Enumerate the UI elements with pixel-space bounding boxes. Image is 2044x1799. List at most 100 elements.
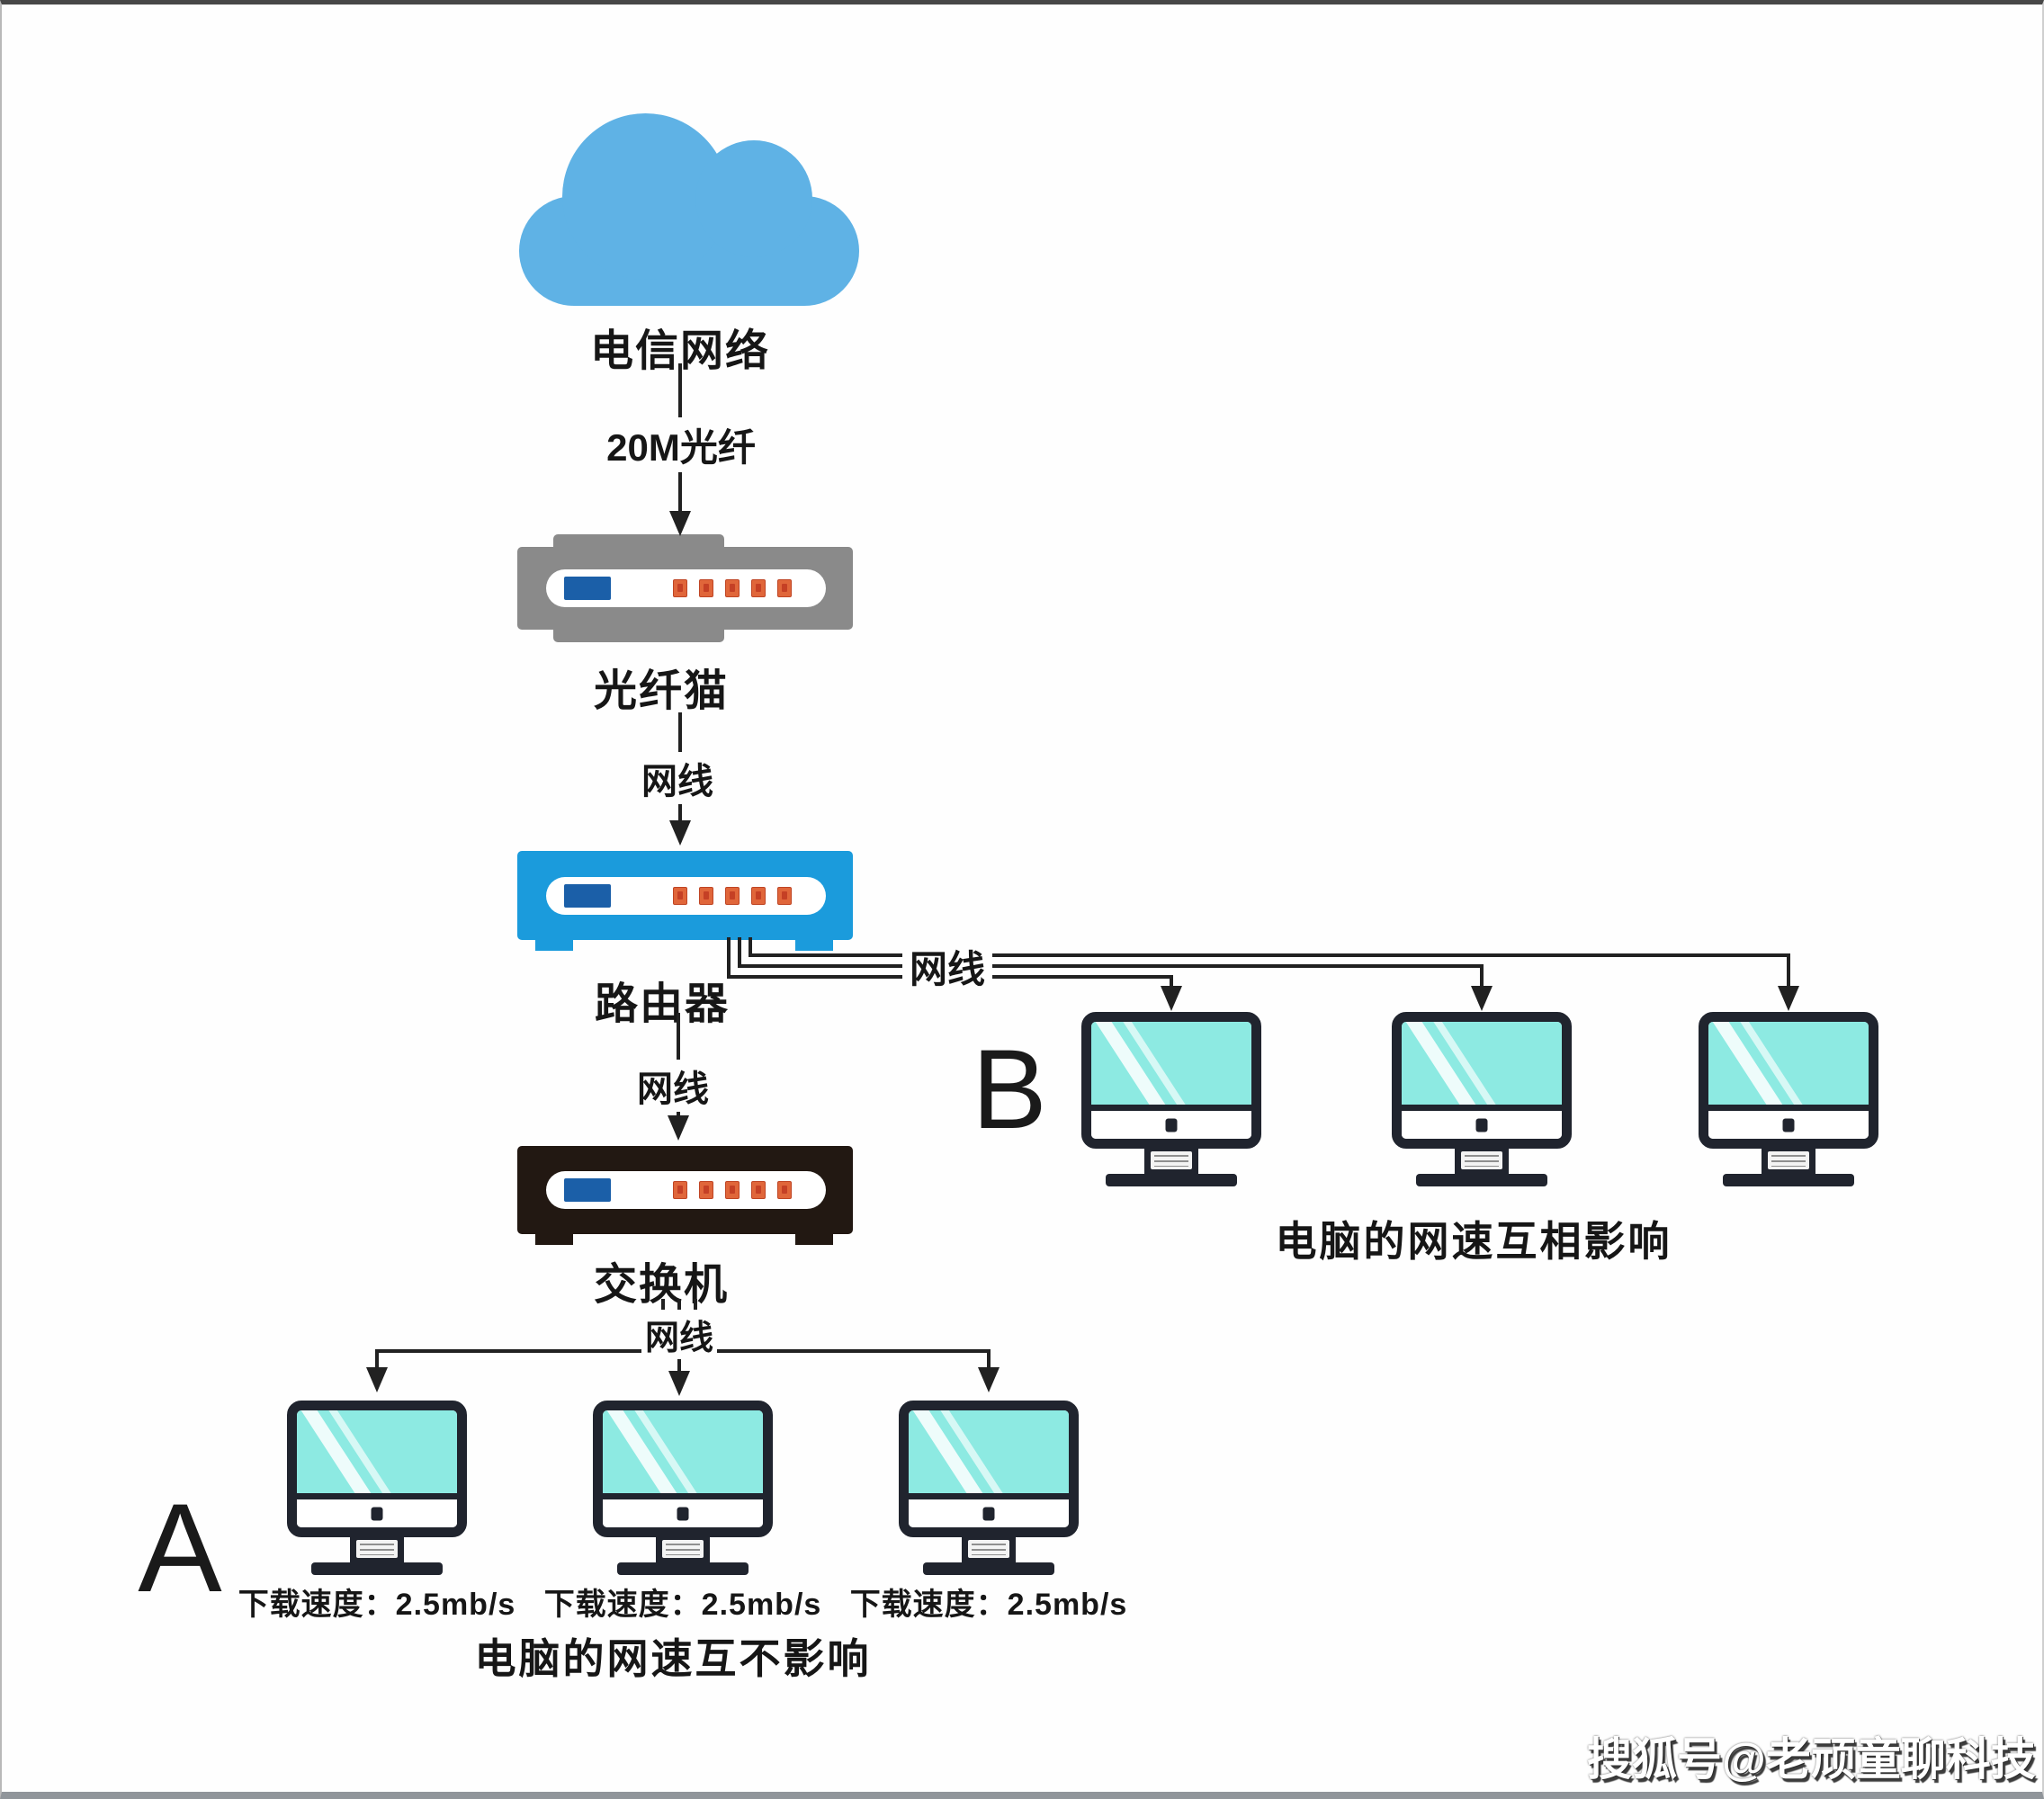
cable-b3-drop <box>1787 953 1790 988</box>
arrow-down-icon <box>1161 986 1182 1011</box>
modem-faceplate <box>546 569 826 607</box>
led-icon <box>673 579 687 597</box>
router-leds <box>673 886 792 905</box>
monitor-screen <box>603 1410 763 1499</box>
monitor-stand <box>962 1537 1016 1562</box>
led-icon <box>751 1181 766 1199</box>
monitor-chin <box>603 1499 763 1527</box>
monitor-screen <box>297 1410 457 1499</box>
monitor <box>1392 1012 1572 1149</box>
computer-icon <box>899 1401 1079 1575</box>
router-label: 路由器 <box>594 980 731 1028</box>
stand-sticker <box>1461 1151 1502 1169</box>
cloud-icon <box>519 113 859 306</box>
modem-display <box>564 577 611 600</box>
cable-b1-drop <box>1170 975 1173 988</box>
arrow-down-icon <box>669 511 691 536</box>
camera-dot-icon <box>1475 1118 1488 1132</box>
switch-label: 交换机 <box>593 1261 730 1309</box>
arrow-down-icon <box>669 820 691 846</box>
stand-sticker <box>1768 1151 1809 1169</box>
led-icon <box>751 886 766 905</box>
computer-icon <box>1081 1012 1261 1186</box>
monitor-chin <box>1402 1111 1562 1139</box>
modem-device <box>517 534 853 642</box>
led-icon <box>751 579 766 597</box>
stand-sticker <box>662 1540 704 1558</box>
computer-icon <box>1392 1012 1572 1186</box>
cable-b3-line <box>749 953 1790 957</box>
monitor-base <box>311 1562 443 1575</box>
led-icon <box>725 886 740 905</box>
monitor-base <box>1106 1174 1237 1186</box>
arrow-down-icon <box>366 1367 388 1392</box>
modem-router-cable-label: 网线 <box>634 752 721 804</box>
router-switch-cable-label: 网线 <box>630 1060 716 1112</box>
led-icon <box>699 886 713 905</box>
stand-sticker <box>968 1540 1009 1558</box>
router-faceplate <box>546 876 826 915</box>
download-speed-label: 下载速度：2.5mb/s <box>543 1588 822 1622</box>
monitor-base <box>923 1562 1054 1575</box>
monitor <box>287 1401 467 1537</box>
switch-device <box>517 1146 853 1245</box>
camera-dot-icon <box>1782 1118 1795 1132</box>
monitor-base <box>1416 1174 1547 1186</box>
monitor-stand <box>1762 1149 1815 1174</box>
camera-dot-icon <box>677 1507 689 1520</box>
arrow-down-icon <box>668 1115 689 1141</box>
led-icon <box>777 579 792 597</box>
monitor-chin <box>1708 1111 1869 1139</box>
camera-dot-icon <box>982 1507 995 1520</box>
monitor-chin <box>909 1499 1069 1527</box>
led-icon <box>699 579 713 597</box>
monitor-stand <box>656 1537 710 1562</box>
monitor-screen <box>909 1410 1069 1499</box>
monitor <box>593 1401 773 1537</box>
cable-a1-drop <box>375 1349 379 1369</box>
led-icon <box>673 886 687 905</box>
computer-icon <box>593 1401 773 1575</box>
monitor-base <box>1723 1174 1854 1186</box>
monitor-screen <box>1402 1022 1562 1111</box>
group-b-caption: 电脑的网速互相影响 <box>1275 1218 1672 1265</box>
monitor-screen <box>1708 1022 1869 1111</box>
monitor-screen <box>1091 1022 1251 1111</box>
modem-leds <box>673 579 792 597</box>
stand-sticker <box>1151 1151 1192 1169</box>
monitor-stand <box>1455 1149 1509 1174</box>
led-icon <box>725 579 740 597</box>
cable-b2-line <box>738 964 1484 968</box>
group-b-letter: B <box>972 1027 1047 1152</box>
download-speed-label: 下载速度：2.5mb/s <box>849 1588 1128 1622</box>
router-device <box>517 851 853 951</box>
cable-b-stub <box>738 937 741 968</box>
cable-a2-drop <box>677 1349 681 1373</box>
download-speed-label: 下载速度：2.5mb/s <box>238 1588 516 1622</box>
led-icon <box>699 1181 713 1199</box>
switch-leds <box>673 1181 792 1199</box>
group-a-letter: A <box>138 1477 222 1618</box>
stand-sticker <box>356 1540 398 1558</box>
monitor-chin <box>1091 1111 1251 1139</box>
group-a-caption: 电脑的网速互不影响 <box>474 1635 872 1682</box>
led-icon <box>777 1181 792 1199</box>
switch-display <box>564 1178 611 1202</box>
monitor <box>1081 1012 1261 1149</box>
camera-dot-icon <box>371 1507 383 1520</box>
monitor-stand <box>1144 1149 1198 1174</box>
switch-faceplate <box>546 1171 826 1209</box>
arrow-down-icon <box>978 1367 1000 1392</box>
group-a-cable-label: 网线 <box>641 1310 718 1359</box>
arrow-down-icon <box>1471 986 1493 1011</box>
monitor <box>1699 1012 1878 1149</box>
monitor <box>899 1401 1079 1537</box>
cable-b-stub <box>749 937 752 957</box>
watermark: 搜狐号@老顽童聊科技 <box>1587 1734 2036 1785</box>
cable-b-stub <box>727 937 731 979</box>
led-icon <box>673 1181 687 1199</box>
computer-icon <box>287 1401 467 1575</box>
monitor-stand <box>350 1537 404 1562</box>
arrow-down-icon <box>668 1371 690 1396</box>
